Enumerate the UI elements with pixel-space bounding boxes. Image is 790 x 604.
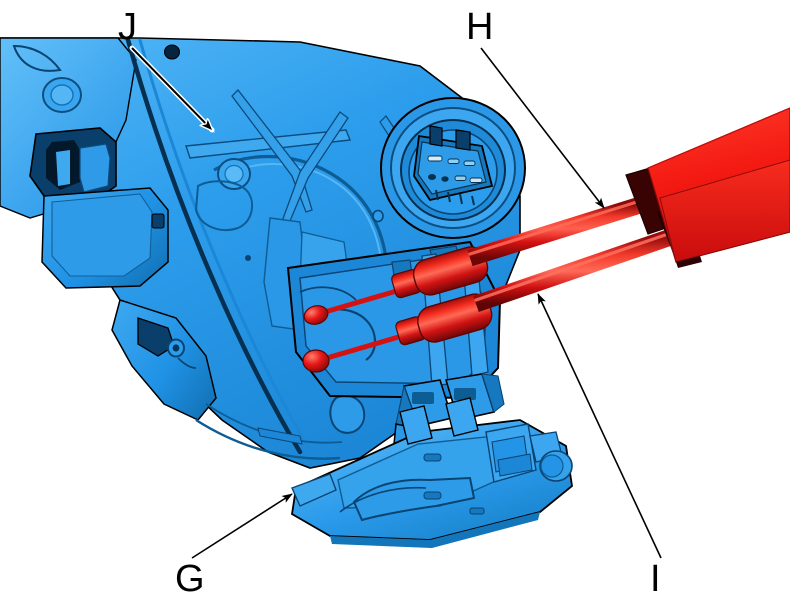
connector-pin-d: [428, 174, 436, 180]
lower-red-hose-line: [473, 229, 671, 313]
connector-key-tab-1: [429, 125, 443, 147]
housing-teardrop-pocket: [329, 394, 366, 434]
housing-v-rib-left: [231, 89, 313, 213]
callout-label-H: H: [466, 6, 494, 48]
housing-parting-line-main: [125, 37, 303, 455]
cover-inner-pocket: [352, 476, 476, 522]
cover-pocket-scribe: [339, 486, 427, 513]
cover-bottom-shadow: [330, 512, 540, 548]
housing-top-notch: [12, 44, 62, 72]
cover-detent-3: [469, 507, 485, 515]
cover-hinge-tab-1: [399, 405, 433, 445]
housing-left-block-port: [151, 213, 165, 229]
red-manifold-bottom-edge: [676, 256, 702, 268]
upper-red-hose-highlight: [468, 199, 642, 256]
connector-pin-e: [441, 176, 449, 182]
housing-flange-slot: [137, 317, 175, 357]
actuator-lower-rod: [317, 333, 405, 363]
cover-detent-2: [423, 491, 442, 500]
red-actuator-upper: [303, 246, 489, 325]
housing-parting-line-highlight: [138, 38, 312, 452]
housing-locator-hole: [164, 44, 180, 60]
housing-boss-hole: [50, 84, 74, 106]
callout-label-I: I: [650, 558, 661, 600]
housing-left-block-face: [51, 193, 153, 277]
leader-lines: [129, 45, 662, 559]
connector-pin-f: [454, 175, 467, 181]
round-connector-recess: [380, 97, 526, 239]
cover-rib-block-step: [497, 453, 533, 477]
red-hose-assembly: [467, 107, 790, 313]
leader-line-G: [191, 493, 293, 559]
actuator-lower-rod-end: [302, 349, 330, 373]
red-manifold-top-scribe: [647, 107, 790, 169]
housing-recess-tab: [79, 143, 111, 193]
callout-label-G: G: [175, 558, 205, 600]
cover-left-lip: [291, 473, 337, 507]
callout-label-J: J: [118, 6, 137, 48]
housing-pin-hole: [372, 209, 384, 223]
upper-red-hose-line: [467, 196, 643, 267]
connector-pin-a: [427, 155, 443, 162]
housing-bottom-scribe-1: [195, 418, 341, 460]
housing-bottom-tab: [257, 427, 303, 445]
housing-flange-scribe: [177, 357, 197, 369]
leader-line-H: [480, 47, 605, 209]
hinge-slot-2: [454, 388, 476, 400]
connector-pin-g: [469, 177, 483, 183]
hinge-side-face-2: [481, 373, 505, 413]
hinge-slot-1: [412, 392, 434, 404]
connector-key-tab-2: [455, 129, 471, 151]
leader-line-I: [537, 293, 662, 559]
cavity-scribe-1: [299, 286, 357, 301]
housing-flange-hole-inner: [172, 344, 180, 352]
connector-latch-hooks: [435, 189, 475, 206]
red-manifold-lower-face: [659, 159, 790, 263]
actuator-upper-rod-end: [303, 305, 329, 325]
connector-pin-c: [463, 160, 476, 166]
connector-pin-b: [447, 158, 460, 164]
cover-round-port-inner: [540, 454, 564, 478]
housing-small-dot: [245, 255, 251, 261]
detached-blue-cover: [291, 397, 573, 548]
housing-recess-rib: [56, 150, 70, 186]
housing-mid-boss-hole: [224, 164, 244, 184]
cover-hinge-tab-2: [445, 397, 479, 437]
lower-red-hose-highlight: [474, 232, 670, 302]
housing-pocket: [194, 180, 254, 231]
cover-detent-1: [423, 453, 442, 462]
leader-line-J: [131, 47, 212, 130]
actuator-upper-rod: [315, 287, 403, 317]
